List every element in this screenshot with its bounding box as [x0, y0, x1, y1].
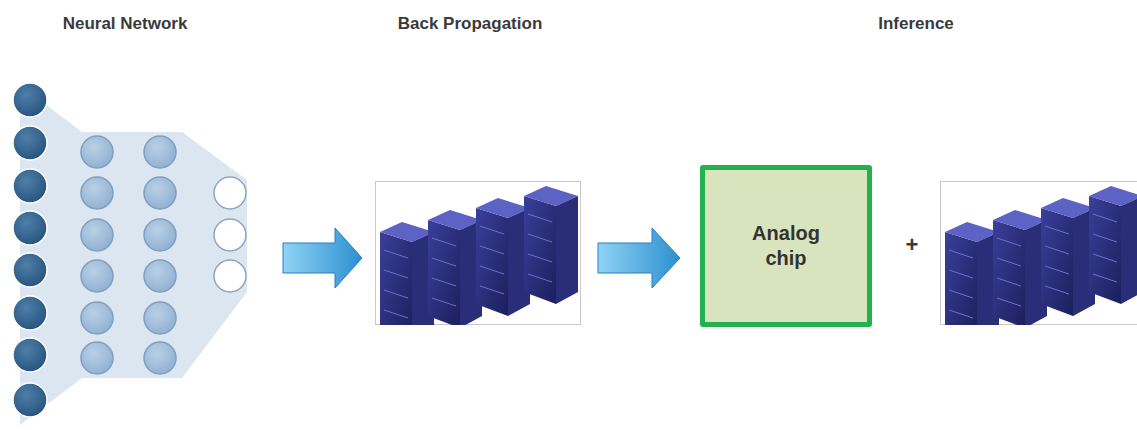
flow-arrow: [598, 228, 680, 288]
neural-network: [13, 83, 247, 425]
section-heading: Back Propagation: [398, 14, 543, 34]
section-heading: Inference: [878, 14, 954, 34]
flow-arrow: [283, 228, 362, 288]
section-heading: Neural Network: [63, 14, 188, 34]
plus-sign: +: [906, 232, 919, 258]
node-text: Analog chip: [741, 221, 831, 271]
chip-box: Analog chip: [700, 165, 872, 327]
server-image: [941, 182, 1137, 341]
server-image: [376, 182, 581, 341]
